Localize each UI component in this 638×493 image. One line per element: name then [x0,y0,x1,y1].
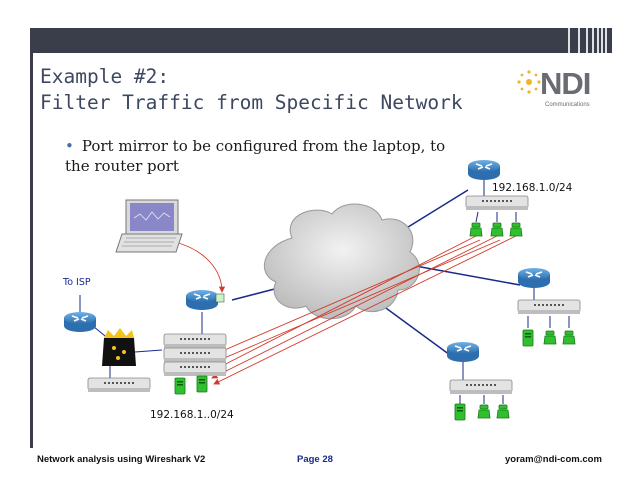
logo-star-icon [517,70,541,94]
switch-local-3-icon [163,361,227,377]
phone-icon [509,222,523,237]
bullet-dot-icon: • [65,137,74,155]
phone-icon [469,222,483,237]
mirror-arrows [174,235,517,385]
footer-title: Network analysis using Wireshark V2 [37,454,206,465]
left-rule [30,53,33,448]
isp-label: To ISP [63,277,91,288]
phone-icon [490,222,504,237]
phone-icon [477,404,491,419]
pc-icon [196,375,208,393]
pc-icon [454,403,466,421]
laptop-icon [115,199,183,253]
ndi-logo: NDI Communications [515,66,599,110]
router-isp-icon [63,311,97,333]
switch-top-right-icon [465,195,529,211]
switch-local-1-icon [163,333,227,349]
net-top-label: 192.168.1.0/24 [492,182,573,194]
router-local-icon [185,289,219,311]
phone-icon [562,330,576,345]
switch-local-2-icon [163,347,227,363]
bullet-text: Port mirror to be configured from the la… [65,137,446,175]
router-mid-right-icon [517,267,551,289]
phone-icon [543,330,557,345]
footer-email: yoram@ndi-com.com [505,454,602,465]
net-bottom-label: 192.168.1..0/24 [150,409,234,421]
switch-mid-right-icon [517,299,581,315]
pc-icon [174,377,186,395]
bullet-item: •Port mirror to be configured from the l… [65,136,455,176]
switch-isp-icon [87,377,151,393]
firewall-icon [102,328,136,366]
logo-subtext: Communications [545,102,590,108]
pc-icon [522,329,534,347]
internet-cloud [263,203,420,320]
router-bottom-right-icon [446,341,480,363]
phone-icon [496,404,510,419]
mirror-port-icon [215,293,225,303]
title-line-1: Example #2: [40,65,170,88]
page-number: Page 28 [297,454,333,465]
title-bar [30,28,612,53]
slide-title: Example #2: Filter Traffic from Specific… [40,64,463,116]
router-top-right-icon [467,159,501,181]
logo-text: NDI [540,66,591,101]
title-line-2: Filter Traffic from Specific Network [40,91,463,114]
switch-bottom-right-icon [449,379,513,395]
